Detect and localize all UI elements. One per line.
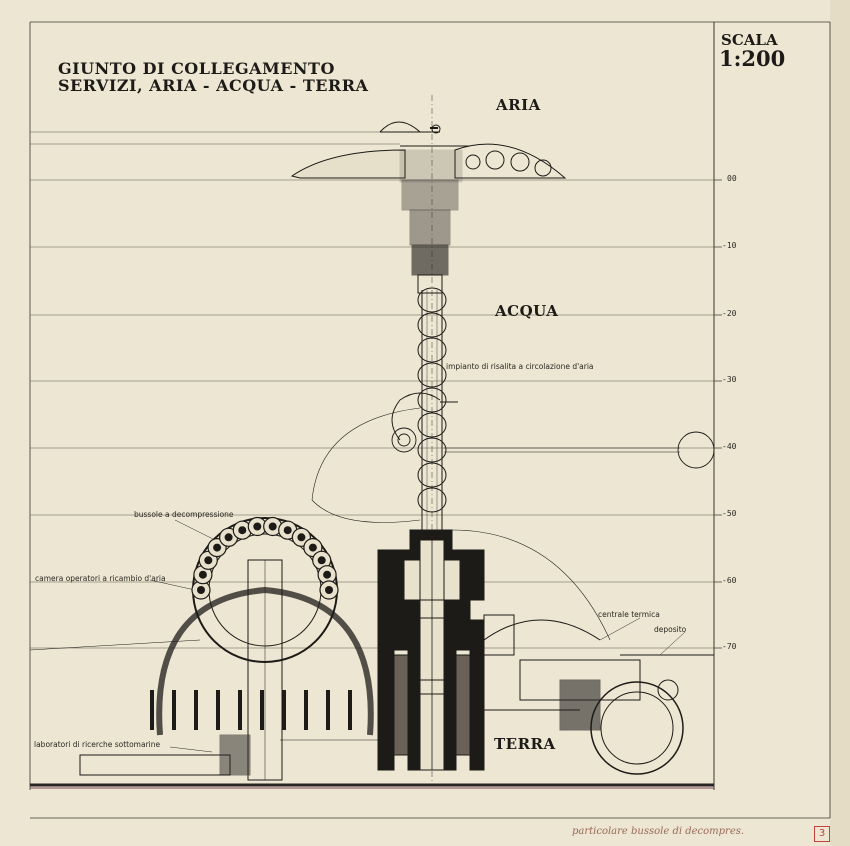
decompression-chamber-core <box>297 533 306 542</box>
foundation-rib <box>348 690 352 730</box>
decompression-chamber-core <box>198 570 207 579</box>
depth-mark: -70 <box>722 642 737 651</box>
scale-label: SCALA <box>721 31 778 49</box>
thermal-plant <box>451 529 714 775</box>
decompression-chamber-core <box>323 570 332 579</box>
shaft-capsule <box>417 462 447 488</box>
decompression-chamber-core <box>325 586 333 594</box>
sheet-number-stamp: 3 <box>814 826 830 842</box>
shaft-capsule <box>417 487 447 513</box>
underwater-labs <box>29 639 378 776</box>
decompression-chamber-core <box>213 543 222 552</box>
lift-shaft <box>421 290 443 540</box>
annotation-deposit: deposito <box>654 625 687 634</box>
mid-capsule-junction <box>311 392 715 523</box>
handwritten-note: particolare bussole di decompres. <box>572 826 745 837</box>
depth-mark: -50 <box>722 509 737 518</box>
foundation-rib <box>172 690 176 730</box>
title-line-1: GIUNTO DI COLLEGAMENTO <box>58 59 335 78</box>
shaft-capsule <box>417 412 447 438</box>
decompression-chamber-core <box>204 556 213 565</box>
decompression-chamber-core <box>224 533 233 542</box>
depth-level-lines <box>30 131 714 649</box>
air-platform <box>290 121 567 211</box>
title-line-2: SERVIZI, ARIA - ACQUA - TERRA <box>58 76 369 95</box>
foundation-rib <box>216 690 220 730</box>
foundation-rib <box>282 690 286 730</box>
decompression-chamber-core <box>197 586 205 594</box>
foundation-rib <box>150 690 154 730</box>
central-tower <box>377 529 485 771</box>
decompression-chamber-core <box>253 522 262 531</box>
zone-earth-label: TERRA <box>494 735 556 753</box>
foundation-rib <box>304 690 308 730</box>
annotation-operators: camera operatori a ricambio d'aria <box>35 574 166 583</box>
leader-lines <box>149 519 686 753</box>
scale-value: 1:200 <box>719 46 786 71</box>
decompression-chamber-core <box>308 543 317 552</box>
shaft-capsule <box>417 287 447 313</box>
drawing-title: GIUNTO DI COLLEGAMENTO SERVIZI, ARIA - A… <box>58 60 368 94</box>
decompression-chamber-core <box>238 526 247 535</box>
shaft-capsule <box>417 437 447 463</box>
shaft-capsule <box>417 312 447 338</box>
drawing-frame <box>29 21 831 819</box>
decompression-chamber-core <box>283 526 292 535</box>
foundation-rib <box>326 690 330 730</box>
foundation-rib <box>260 690 264 730</box>
annotation-decompression: bussole a decompressione <box>134 510 234 519</box>
paper-edge <box>830 0 850 846</box>
depth-mark: -60 <box>722 576 737 585</box>
shaft-capsule <box>417 337 447 363</box>
decompression-chamber-core <box>317 556 326 565</box>
depth-mark: -10 <box>722 241 737 250</box>
depth-mark: -40 <box>722 442 737 451</box>
depth-scale-ticks <box>714 179 722 649</box>
depth-mark: 00 <box>727 174 737 183</box>
foundation-rib <box>194 690 198 730</box>
zone-water-label: ACQUA <box>495 302 559 320</box>
annotation-labs: laboratori di ricerche sottomarine <box>34 740 161 749</box>
foundation-rib <box>238 690 242 730</box>
decompression-chamber-core <box>268 522 277 531</box>
depth-mark: -30 <box>722 375 737 384</box>
annotation-lift: impianto di risalita a circolazione d'ar… <box>446 362 594 371</box>
annotation-thermal: centrale termica <box>598 610 660 619</box>
zone-air-label: ARIA <box>496 96 541 114</box>
shaft-capsule <box>417 362 447 388</box>
platform-neck <box>409 209 451 294</box>
shaft-capsule <box>417 387 447 413</box>
depth-mark: -20 <box>722 309 737 318</box>
